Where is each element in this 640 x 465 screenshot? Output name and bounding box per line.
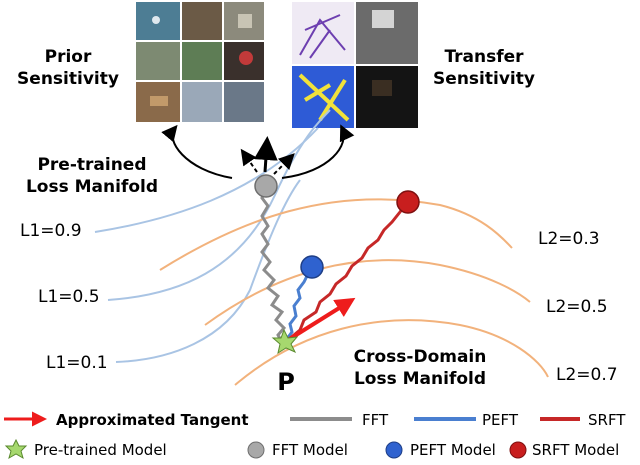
legend-peft-model-label: PEFT Model — [410, 441, 496, 459]
pretrained-contours — [94, 109, 331, 363]
legend-fft-model-label: FFT Model — [272, 441, 348, 459]
fft-model-node — [254, 174, 278, 198]
contour-l1-0.1 — [115, 179, 301, 363]
l2-label-0.3: L2=0.3 — [538, 229, 600, 249]
origin-label: P — [277, 368, 295, 396]
srft-trajectory — [287, 203, 408, 342]
pretrained-manifold-label-2: Loss Manifold — [26, 177, 158, 197]
legend: Approximated Tangent FFT PEFT SRFT Pre-t… — [4, 411, 626, 460]
legend-fft-label: FFT — [362, 411, 389, 429]
contour-l1-0.9 — [94, 127, 319, 233]
cross-domain-manifold-label-2: Loss Manifold — [354, 369, 486, 389]
cross-domain-manifold-label-1: Cross-Domain — [354, 347, 487, 367]
pretrained-manifold-label-1: Pre-trained — [37, 155, 146, 175]
peft-trajectory — [284, 273, 310, 341]
l2-label-0.7: L2=0.7 — [556, 365, 618, 385]
legend-tangent-label: Approximated Tangent — [56, 411, 249, 429]
fft-trajectory — [260, 189, 287, 343]
srft-model-node — [396, 190, 420, 214]
prior-sensitivity-label-1: Prior — [45, 47, 92, 67]
legend-srft-model-swatch — [509, 441, 527, 459]
legend-peft-model-swatch — [385, 441, 403, 459]
sensitivity-arrows — [161, 124, 355, 179]
peft-model-node — [300, 255, 324, 279]
l2-label-0.5: L2=0.5 — [546, 297, 608, 317]
pretrained-star-node — [271, 328, 299, 355]
transfer-sensitivity-label-2: Sensitivity — [433, 69, 535, 89]
transfer-image-grid — [292, 2, 418, 128]
legend-pretrained-label: Pre-trained Model — [34, 441, 167, 459]
legend-srft-model-label: SRFT Model — [532, 441, 619, 459]
contour-l2-0.5 — [204, 259, 531, 326]
prior-image-grid — [136, 2, 264, 122]
contour-l2-0.3 — [159, 198, 513, 271]
approximated-tangent-arrow — [286, 297, 356, 342]
l1-label-0.5: L1=0.5 — [38, 287, 100, 307]
contour-l1-0.5 — [107, 109, 331, 301]
legend-peft-label: PEFT — [482, 411, 519, 429]
legend-pretrained-swatch — [4, 438, 28, 460]
l1-label-0.1: L1=0.1 — [46, 353, 108, 373]
legend-srft-label: SRFT — [588, 411, 626, 429]
legend-fft-model-swatch — [247, 441, 265, 459]
prior-sensitivity-label-2: Sensitivity — [17, 69, 119, 89]
l1-label-0.9: L1=0.9 — [20, 221, 82, 241]
transfer-sensitivity-label-1: Transfer — [444, 47, 524, 67]
